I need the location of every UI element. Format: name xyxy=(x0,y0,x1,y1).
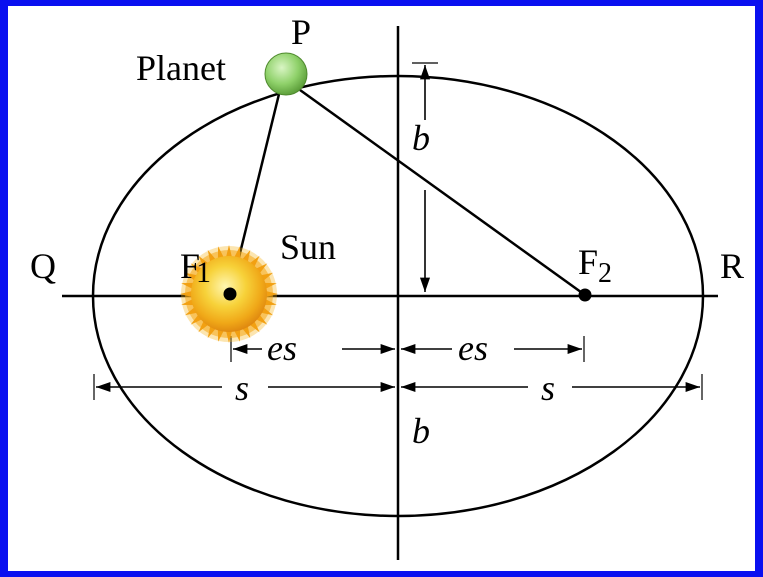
sun-name-label: Sun xyxy=(280,227,336,267)
focus1-dot xyxy=(223,287,237,301)
sun-ray xyxy=(217,328,225,342)
right-vertex-label: R xyxy=(720,246,744,286)
sun-ray xyxy=(233,246,241,260)
sun-ray xyxy=(233,328,241,342)
planet-name-label: Planet xyxy=(136,48,226,88)
sun-ray xyxy=(181,298,195,306)
es-left-label: es xyxy=(267,328,297,368)
radius-line-f2 xyxy=(299,88,586,297)
focus1-label: F1 xyxy=(180,246,211,289)
left-vertex-label: Q xyxy=(30,246,56,286)
sun-ray xyxy=(181,282,195,290)
s-right-label: s xyxy=(541,368,555,408)
sun-ray xyxy=(217,246,225,260)
planet-point-label: P xyxy=(291,12,311,52)
sun-ray xyxy=(180,290,194,298)
focus2-dot xyxy=(578,288,592,302)
sun-ray xyxy=(264,290,278,298)
focus1-subscript: 1 xyxy=(196,256,211,289)
minor-lower-label: b xyxy=(412,411,430,451)
planet-icon xyxy=(264,52,308,96)
sun-ray xyxy=(263,298,277,306)
sun-ray xyxy=(263,282,277,290)
es-right-label: es xyxy=(458,328,488,368)
focus1-main: F xyxy=(180,246,200,286)
s-left-label: s xyxy=(235,368,249,408)
focus2-label: F2 xyxy=(578,242,612,289)
minor-upper-label: b xyxy=(412,118,430,158)
sun-ray xyxy=(225,329,233,343)
focus2-subscript: 2 xyxy=(598,258,612,289)
focus2-main: F xyxy=(578,242,598,282)
sun-ray xyxy=(225,245,233,259)
ellipse-diagram: P Planet Sun F1 F2 Q R b b es es s s xyxy=(30,12,744,560)
